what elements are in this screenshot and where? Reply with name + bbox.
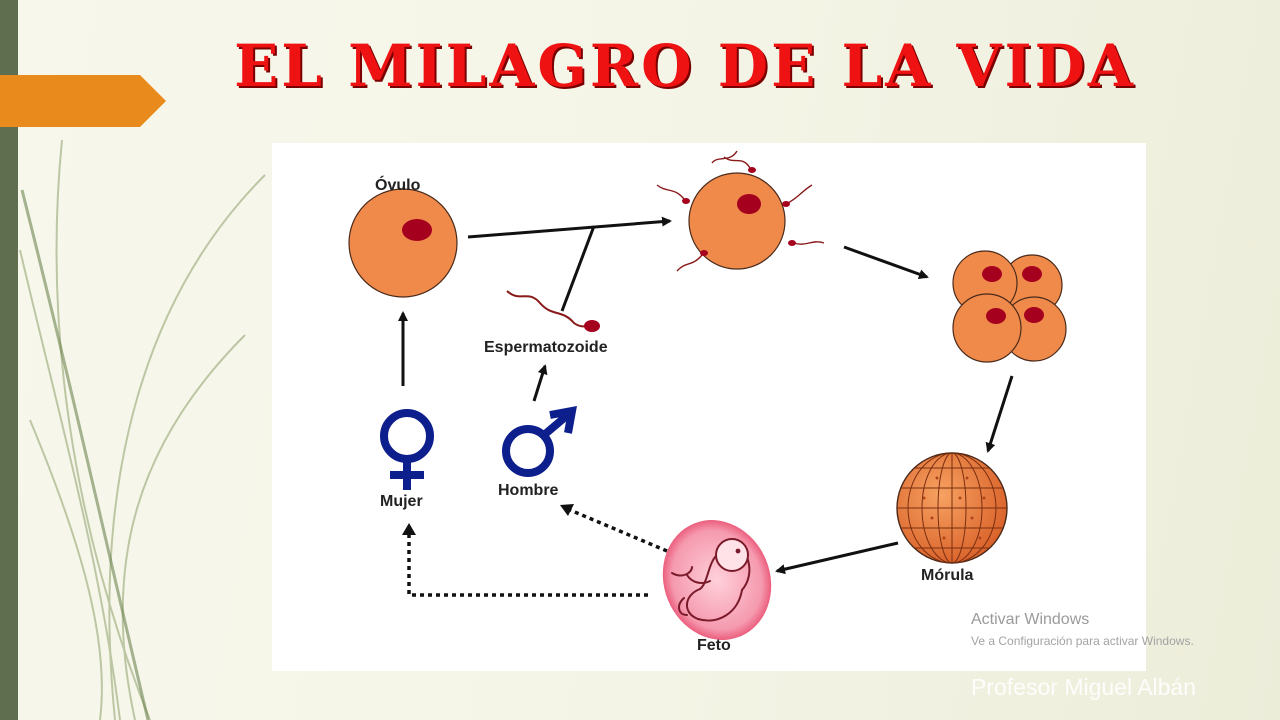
life-cycle-diagram: Óvulo Espermatozoide Mujer Hombre Mórula… bbox=[272, 143, 1146, 671]
morula-sphere bbox=[896, 452, 1008, 564]
activation-watermark-title: Activar Windows bbox=[971, 611, 1090, 628]
label-ovulo: Óvulo bbox=[375, 177, 421, 194]
author-credit: Profesor Miguel Albán bbox=[971, 674, 1197, 700]
line-sperm-to-arrow bbox=[560, 225, 596, 312]
arrow-cells-to-morula bbox=[985, 375, 1014, 453]
arrowhead-to-woman bbox=[402, 523, 416, 535]
fertilized-egg bbox=[656, 150, 825, 272]
sperm-cell bbox=[506, 290, 600, 332]
orange-tab-decoration bbox=[0, 75, 166, 127]
label-hombre: Hombre bbox=[498, 482, 559, 499]
dotted-arrow-fetus-to-woman bbox=[407, 535, 648, 597]
label-feto: Feto bbox=[697, 637, 731, 654]
arrow-morula-to-fetus bbox=[775, 541, 899, 575]
left-sidebar-bar bbox=[0, 0, 18, 720]
female-symbol bbox=[380, 409, 434, 490]
ovum-cell bbox=[348, 188, 458, 298]
arrowhead-to-man bbox=[560, 504, 574, 516]
male-symbol bbox=[502, 406, 577, 477]
arrow-man-to-sperm bbox=[532, 364, 548, 402]
arrow-ovum-to-fertilization bbox=[467, 216, 672, 239]
fetus-illustration bbox=[662, 520, 772, 640]
arrow-fertilization-to-cell-division bbox=[843, 245, 929, 279]
label-mujer: Mujer bbox=[380, 493, 423, 510]
grass-decoration bbox=[19, 139, 266, 720]
dotted-arrow-fetus-to-man bbox=[569, 508, 668, 553]
label-espermatozoide: Espermatozoide bbox=[484, 339, 608, 356]
diagram-graphics bbox=[348, 150, 1067, 640]
slide-title: EL MILAGRO DE LA VIDA bbox=[234, 32, 1136, 100]
four-cell-embryo bbox=[952, 250, 1067, 363]
label-morula: Mórula bbox=[921, 567, 974, 584]
activation-watermark-subtitle: Ve a Configuración para activar Windows. bbox=[971, 634, 1194, 648]
